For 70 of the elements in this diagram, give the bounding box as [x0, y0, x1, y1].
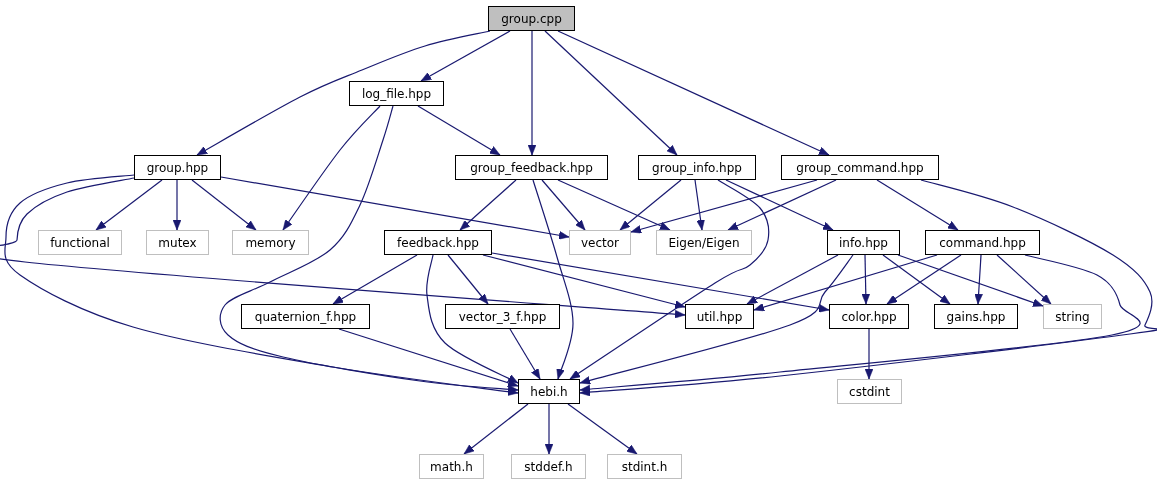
- arrow: [459, 179, 517, 231]
- file-box: command.hpp: [925, 230, 1040, 255]
- arrow: [886, 254, 962, 305]
- system-header-box: stddef.h: [511, 454, 586, 479]
- arrow: [4, 174, 519, 396]
- arrow: [95, 179, 163, 231]
- file-box: util.hpp: [685, 304, 754, 329]
- system-header-box: memory: [232, 230, 309, 255]
- arrow: [557, 179, 671, 231]
- system-header-box: vector: [569, 230, 631, 255]
- file-box: group.hpp: [134, 155, 221, 180]
- arrow: [630, 179, 818, 234]
- system-header-box: Eigen/Eigen: [656, 230, 752, 255]
- arrow: [567, 403, 638, 455]
- arrow: [417, 105, 501, 156]
- file-box: info.hpp: [827, 230, 900, 255]
- arrow: [0, 177, 686, 319]
- arrow: [974, 254, 983, 305]
- arrow: [447, 254, 489, 305]
- file-box: gains.hpp: [934, 304, 1018, 329]
- arrow: [172, 179, 182, 231]
- system-header-box: functional: [38, 230, 122, 255]
- arrow: [694, 179, 705, 231]
- arrow: [876, 179, 959, 231]
- arrow: [897, 254, 1044, 307]
- file-box: group_info.hpp: [638, 155, 756, 180]
- arrow: [191, 179, 257, 231]
- arrow: [282, 105, 381, 231]
- system-header-box: string: [1043, 304, 1102, 329]
- file-box: quaternion_f.hpp: [241, 304, 370, 329]
- arrow: [426, 254, 519, 384]
- arrow: [579, 254, 854, 385]
- arrow: [544, 30, 678, 156]
- highlighted-file-box: group.cpp: [488, 6, 575, 31]
- arrow: [882, 254, 951, 305]
- arrow: [579, 179, 1157, 397]
- file-box: feedback.hpp: [384, 230, 492, 255]
- file-box: log_file.hpp: [349, 81, 444, 106]
- arrow: [996, 254, 1052, 305]
- arrow: [557, 30, 830, 156]
- arrow: [579, 254, 1141, 394]
- arrow: [332, 254, 418, 305]
- arrow: [619, 179, 682, 231]
- arrow: [569, 179, 770, 380]
- arrow: [196, 30, 491, 156]
- system-header-box: mutex: [146, 230, 209, 255]
- arrow: [544, 403, 554, 455]
- arrow: [219, 105, 519, 394]
- file-box: hebi.h: [518, 379, 580, 404]
- system-header-box: cstdint: [837, 379, 902, 404]
- arrow: [541, 179, 586, 231]
- file-box: color.hpp: [829, 304, 909, 329]
- arrow: [509, 328, 541, 380]
- arrow: [864, 328, 874, 380]
- arrow: [532, 179, 574, 380]
- arrow: [463, 403, 529, 455]
- file-box: vector_3_f.hpp: [445, 304, 560, 329]
- system-header-box: stdint.h: [607, 454, 682, 479]
- arrow: [220, 176, 570, 240]
- arrow: [338, 328, 519, 388]
- arrow: [491, 252, 830, 313]
- arrow: [482, 254, 686, 309]
- file-box: group_feedback.hpp: [455, 155, 608, 180]
- arrow: [861, 254, 871, 305]
- arrow: [420, 30, 511, 82]
- file-box: group_command.hpp: [781, 155, 939, 180]
- arrow: [527, 30, 537, 156]
- arrow: [746, 254, 839, 305]
- arrow: [753, 254, 938, 312]
- system-header-box: math.h: [419, 454, 484, 479]
